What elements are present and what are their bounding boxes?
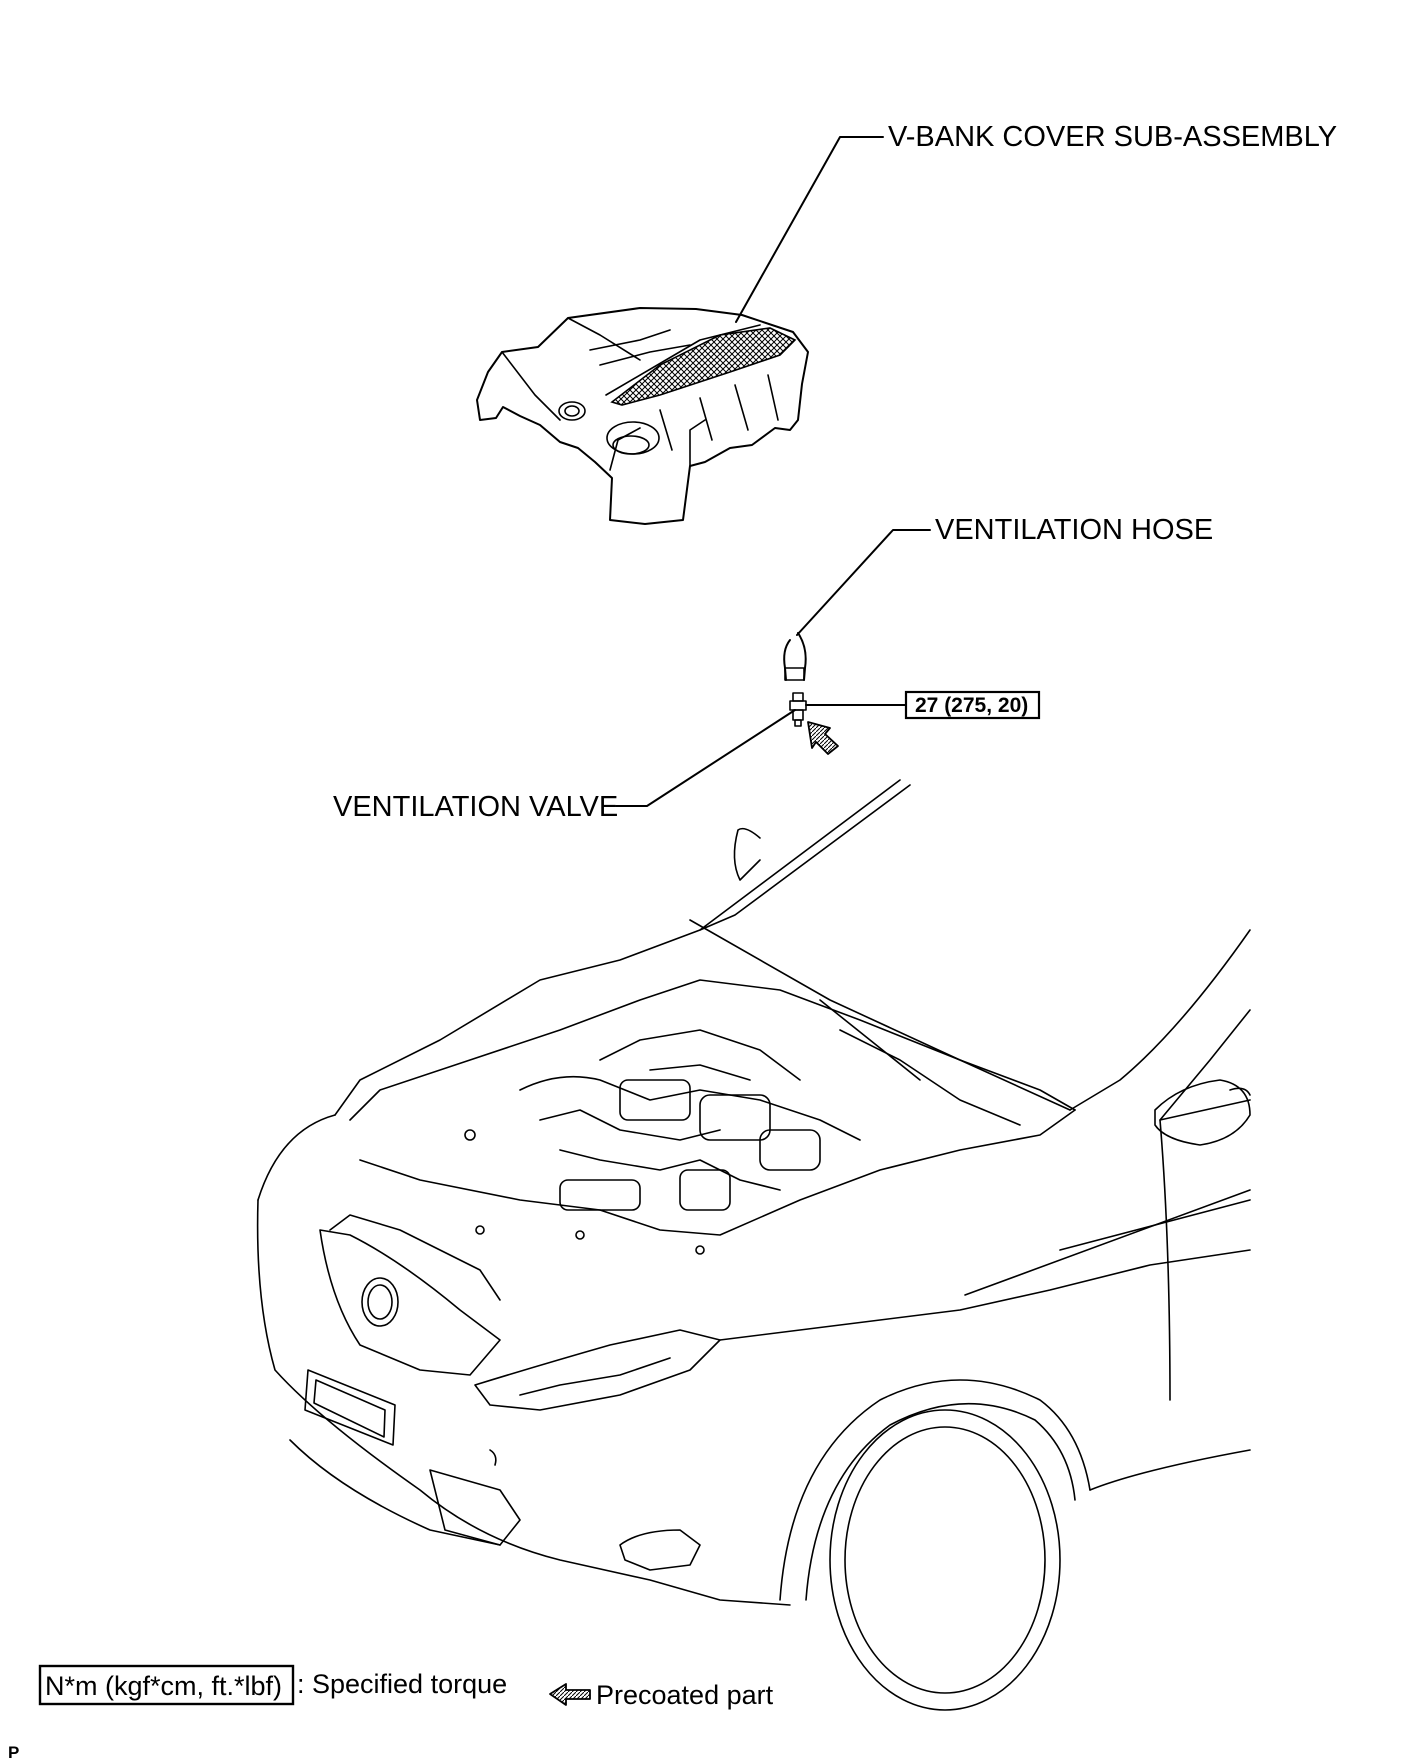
torque-spec-value: 27 (275, 20) — [915, 694, 1028, 717]
legend-torque-units: N*m (kgf*cm, ft.*lbf) — [45, 1671, 282, 1701]
ventilation-hose-drawing — [783, 632, 807, 681]
ventilation-hose-label: VENTILATION HOSE — [935, 514, 1213, 546]
valve-leader-line — [615, 709, 796, 807]
ventilation-valve-label: VENTILATION VALVE — [333, 791, 618, 823]
legend-torque-desc: : Specified torque — [297, 1669, 507, 1699]
vbank-cover-drawing — [476, 307, 809, 525]
vbank-mesh-panel — [610, 327, 797, 406]
legend-precoat-arrow-icon — [549, 1683, 591, 1706]
legend-torque-box — [38, 1664, 295, 1706]
hose-leader-line — [796, 529, 931, 636]
ventilation-valve-drawing — [789, 692, 807, 727]
precoat-arrow-icon — [807, 721, 839, 755]
vbank-leader-line — [735, 136, 884, 323]
torque-box — [904, 690, 1041, 720]
vbank-cover-label: V-BANK COVER SUB-ASSEMBLY — [888, 121, 1337, 153]
legend-precoat-desc: Precoated part — [596, 1680, 774, 1710]
corner-mark: P — [8, 1743, 19, 1762]
vehicle-drawing — [256, 779, 1251, 1711]
